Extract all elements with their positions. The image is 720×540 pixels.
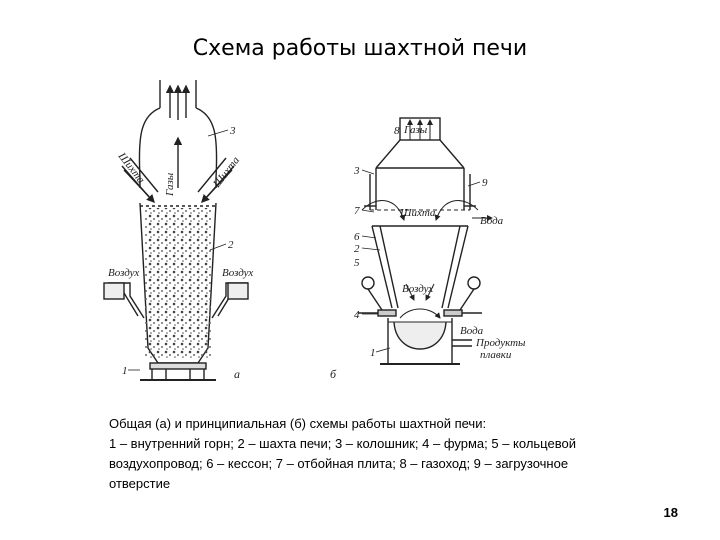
caption-line-2: 1 – внутренний горн; 2 – шахта печи; 3 –… bbox=[109, 436, 576, 491]
figure-a bbox=[103, 80, 249, 381]
furnace-diagram-svg: Газы Шихта Шихта Воздух Воздух 3 2 1 а bbox=[103, 80, 526, 381]
figure-b-gases-label: Газы bbox=[403, 124, 428, 136]
figure-a-air-right-label: Воздух bbox=[222, 267, 253, 279]
figure-b-products-label-2: плавки bbox=[480, 349, 512, 361]
figure-b-num-5: 5 bbox=[354, 257, 360, 269]
figure-a-air-left-label: Воздух bbox=[108, 267, 139, 279]
figure-b-products-label-1: Продукты bbox=[475, 337, 526, 349]
figure-a-letter: а bbox=[234, 367, 240, 381]
figure-a-shaft-left-label: Шихта bbox=[115, 150, 147, 186]
furnace-diagram: Газы Шихта Шихта Воздух Воздух 3 2 1 а bbox=[100, 78, 540, 398]
figure-b-num-7: 7 bbox=[354, 205, 360, 217]
figure-b-num-9: 9 bbox=[482, 177, 488, 189]
figure-a-shaft-right-label: Шихта bbox=[210, 154, 242, 190]
figure-b-num-3: 3 bbox=[353, 165, 360, 177]
figure-b-air-label: Воздух bbox=[402, 283, 433, 295]
caption-line-1: Общая (а) и принципиальная (б) схемы раб… bbox=[109, 416, 487, 431]
figure-b-water-bottom-label: Вода bbox=[460, 325, 484, 337]
figure-b-letter: б bbox=[330, 367, 337, 381]
figure-a-num-2: 2 bbox=[228, 239, 234, 251]
figure-b-num-2: 2 bbox=[354, 243, 360, 255]
figure-b-num-6: 6 bbox=[354, 231, 360, 243]
figure-b-num-8: 8 bbox=[394, 125, 400, 137]
figure-b-num-1: 1 bbox=[370, 347, 376, 359]
figure-a-num-3: 3 bbox=[229, 125, 236, 137]
figure-a-num-1: 1 bbox=[122, 365, 128, 377]
figure-b-num-4: 4 bbox=[354, 309, 360, 321]
figure-b-water-top-label: Вода bbox=[480, 215, 504, 227]
slide-title: Схема работы шахтной печи bbox=[192, 36, 528, 61]
figure-a-gases-label: Газы bbox=[164, 172, 176, 197]
figure-caption: Общая (а) и принципиальная (б) схемы раб… bbox=[109, 414, 609, 494]
page-number: 18 bbox=[663, 505, 678, 520]
figure-b-shaft-label: Шихта bbox=[399, 207, 436, 219]
figure-b bbox=[358, 117, 493, 365]
figure-b-labels: Газы Шихта Вода Воздух Вода Продукты пла… bbox=[330, 124, 526, 381]
